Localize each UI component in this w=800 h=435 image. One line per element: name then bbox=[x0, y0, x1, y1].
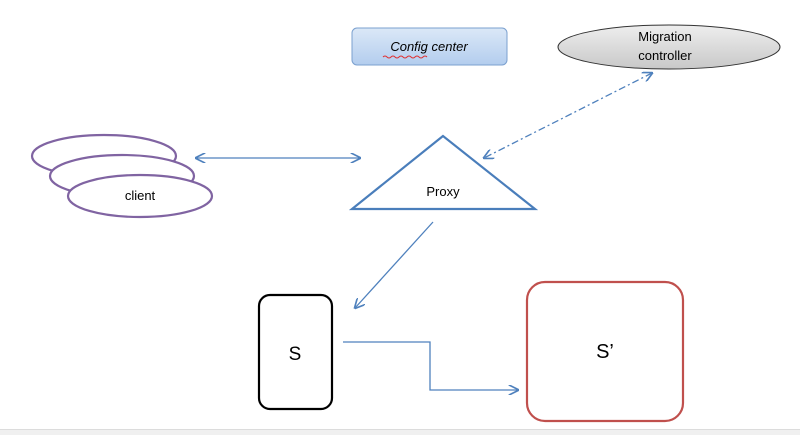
proxy-triangle bbox=[348, 134, 539, 211]
proxy-label: Proxy bbox=[426, 184, 460, 199]
source-server-box bbox=[257, 293, 334, 411]
proxy-to-source-arrow bbox=[355, 221, 434, 308]
migration-controller-label-line2: controller bbox=[638, 48, 692, 63]
target-server-label: S’ bbox=[596, 341, 614, 363]
config-center-box bbox=[351, 27, 508, 66]
source-to-target-arrow bbox=[343, 341, 518, 390]
migration-controller-node: Migration controller bbox=[557, 24, 781, 70]
proxy-node: Proxy bbox=[348, 134, 539, 211]
target-server-box bbox=[525, 280, 685, 423]
client-label: client bbox=[125, 188, 156, 203]
migration-controller-ellipse bbox=[557, 24, 781, 70]
spellcheck-underline bbox=[382, 55, 428, 59]
source-server-node: S bbox=[257, 293, 334, 411]
controller-proxy-arrow bbox=[484, 73, 652, 158]
bottom-divider bbox=[0, 429, 800, 435]
config-center-node: Config center bbox=[351, 27, 508, 66]
client-stack: client bbox=[30, 133, 214, 219]
client-ellipse-front bbox=[66, 173, 214, 219]
source-server-label: S bbox=[289, 344, 302, 365]
config-center-label: Config center bbox=[390, 39, 468, 54]
migration-controller-label-line1: Migration bbox=[638, 29, 691, 44]
target-server-node: S’ bbox=[525, 280, 685, 423]
